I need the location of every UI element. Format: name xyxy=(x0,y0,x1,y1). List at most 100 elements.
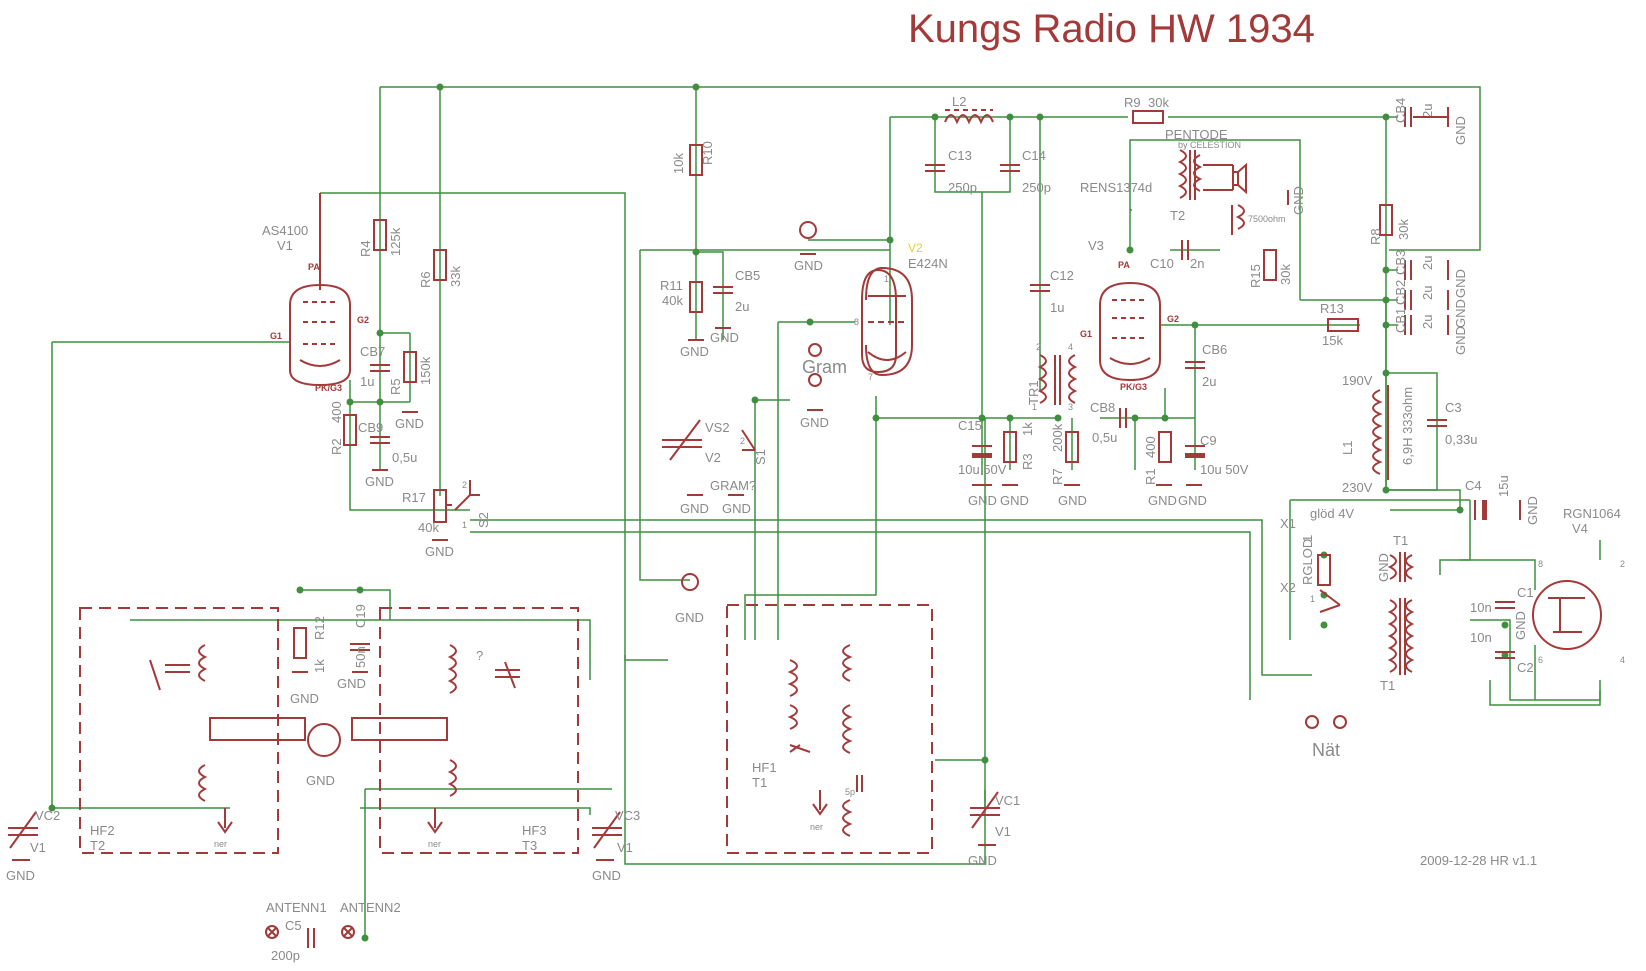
antenna-2-label: ANTENN2 xyxy=(340,900,401,915)
capacitor-cb9 xyxy=(370,436,390,444)
mains-plug-left[interactable] xyxy=(1305,715,1319,729)
resistor-r12 xyxy=(293,627,307,659)
junction xyxy=(751,396,759,404)
resistor-r2-ref: R2 xyxy=(329,438,344,455)
wire-cb-bank xyxy=(1386,116,1398,326)
hf1-trimmer-arrow xyxy=(789,744,811,753)
ground-label: GND xyxy=(1453,116,1468,145)
resistor-r12-value: 1k xyxy=(312,659,327,673)
ground-label: GND xyxy=(968,853,997,868)
antenna-2-icon[interactable] xyxy=(341,925,355,939)
junction xyxy=(978,414,986,422)
variable-capacitor-vc3: VC3 V1 xyxy=(592,808,640,855)
hf1-ner-label: ner xyxy=(810,822,823,832)
resistors: 10k R10 R11 40k R4 125k R6 33k R5 150k R… xyxy=(293,95,1411,673)
resistor-r2 xyxy=(343,414,357,446)
wire-v2-p8 xyxy=(777,321,855,640)
capacitor-c2 xyxy=(1495,651,1515,659)
resistor-r3 xyxy=(1003,431,1017,463)
resistor-r4-value: 125k xyxy=(388,227,403,256)
wire-v3-plate-out xyxy=(1129,139,1301,300)
inductor-l1-ref: L1 xyxy=(1340,441,1355,455)
switch-s2[interactable] xyxy=(454,480,480,511)
wire-s2-mains-b xyxy=(470,531,1251,700)
gram-jack-top[interactable] xyxy=(808,343,822,357)
ground-symbol: GND xyxy=(675,573,704,625)
capacitor-c9 xyxy=(1185,453,1205,458)
ground-symbol: GND xyxy=(680,494,709,516)
antenna-1-icon[interactable] xyxy=(265,925,279,939)
capacitor-cb4-ref: CB4 xyxy=(1393,98,1408,123)
capacitor-cb5-ref: CB5 xyxy=(735,268,760,283)
switches: S2 2 1 S1 2 GRAM? Gram 1 X1 X2 glöd 4V N… xyxy=(265,343,1354,939)
tube-v2-pin1: 1 xyxy=(884,274,889,284)
ground-label: GND xyxy=(1058,493,1087,508)
gram-jack-bottom[interactable] xyxy=(808,373,822,387)
variable-capacitor-vc2-ref: VC2 xyxy=(35,808,60,823)
wire-hf2-top xyxy=(130,619,591,680)
capacitor-cb1 xyxy=(1404,315,1412,335)
hf3-ner-arrow xyxy=(427,808,443,834)
revision-footer: 2009-12-28 HR v1.1 xyxy=(1420,853,1537,868)
capacitor-c10 xyxy=(1181,240,1189,260)
junction xyxy=(376,329,384,337)
ground-label: GND xyxy=(1453,326,1468,355)
ground-symbol: GND xyxy=(1287,186,1306,215)
ground-symbol: GND xyxy=(1148,484,1177,508)
mains-plug-right[interactable] xyxy=(1333,715,1347,729)
ground-label: GND xyxy=(425,544,454,559)
resistor-r15-value: 30k xyxy=(1278,264,1293,285)
capacitor-cb7-value: 1u xyxy=(360,374,374,389)
antenna-2-cross xyxy=(343,927,353,937)
capacitor-c13 xyxy=(925,164,945,172)
ground-symbol: GND xyxy=(1447,260,1468,298)
resistor-r9-ref: R9 xyxy=(1124,95,1141,110)
ground-symbol: GND xyxy=(968,484,997,508)
antenna-1[interactable]: ANTENN1 xyxy=(265,900,327,939)
antenna-2[interactable]: ANTENN2 xyxy=(340,900,401,939)
transformer-t1-fil-secondary xyxy=(1405,554,1415,580)
capacitor-5p-label: 5p xyxy=(845,787,855,797)
switch-rglod[interactable] xyxy=(1319,589,1341,613)
capacitor-c12-ref: C12 xyxy=(1050,268,1074,283)
wire-bottom-loop xyxy=(624,655,986,865)
tube-v4-pin8: 8 xyxy=(1538,559,1543,569)
capacitor-c19-value: 50n xyxy=(353,646,368,668)
resistor-r8 xyxy=(1379,204,1393,236)
tube-v3-g1: G1 xyxy=(1080,329,1092,339)
variable-capacitor-vc1-ref: VC1 xyxy=(995,793,1020,808)
resistor-r11 xyxy=(689,281,703,313)
resistor-r8-ref: R8 xyxy=(1368,228,1383,245)
resistor-r9-value: 30k xyxy=(1148,95,1169,110)
hf2-sub: T2 xyxy=(90,838,105,853)
ground-symbol: GND xyxy=(6,859,35,883)
wire-r12-c19 xyxy=(300,589,391,620)
wire-b-plus-rail xyxy=(380,86,1481,251)
transformer-t1-main-secondary xyxy=(1405,599,1415,673)
hf3-ner-label: ner xyxy=(428,839,441,849)
resistor-r13-ref: R13 xyxy=(1320,301,1344,316)
hf3-module-box xyxy=(379,607,579,854)
capacitor-c1-ref: C1 xyxy=(1517,585,1534,600)
capacitor-c13-value: 250p xyxy=(948,180,977,195)
capacitor-cb3-value: 2u xyxy=(1420,256,1435,270)
hf2-module-box xyxy=(79,607,279,854)
ground-label: GND xyxy=(592,868,621,883)
capacitor-c19 xyxy=(350,643,370,651)
hf3-sub: T3 xyxy=(522,838,537,853)
capacitor-c15 xyxy=(972,453,992,458)
hf1-coil-3 xyxy=(787,704,798,730)
transformer-t1-main-ref: T1 xyxy=(1380,678,1395,693)
switch-s1[interactable] xyxy=(741,429,756,451)
junction xyxy=(981,756,989,764)
tuning-knob-icon[interactable] xyxy=(307,723,341,757)
transformer-t2-ref: T2 xyxy=(1170,208,1185,223)
ground-label: GND xyxy=(794,258,823,273)
tube-v2-ref: V2 xyxy=(908,241,923,255)
capacitor-c4-value: 15u xyxy=(1496,475,1511,497)
capacitor-cb4-value: 2u xyxy=(1420,104,1435,118)
hf1-module-box xyxy=(726,604,933,854)
junction xyxy=(1054,414,1062,422)
resistor-r10 xyxy=(689,144,703,176)
wire-hf3-bottom xyxy=(360,807,591,815)
